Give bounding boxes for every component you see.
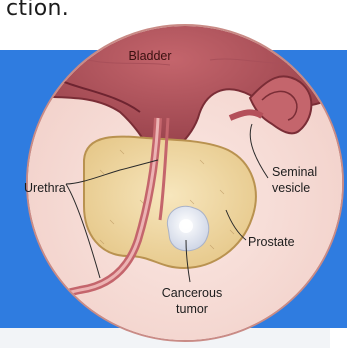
label-tumor-line2: tumor: [176, 302, 208, 316]
prostate-shape: [84, 137, 256, 268]
label-seminal-vesicle-line1: Seminal: [272, 165, 317, 179]
label-tumor-line1: Cancerous: [162, 286, 222, 300]
label-seminal-vesicle-line2: vesicle: [272, 181, 310, 195]
label-bladder: Bladder: [128, 49, 171, 63]
label-prostate: Prostate: [248, 235, 295, 249]
label-urethra: Urethra: [24, 181, 66, 195]
